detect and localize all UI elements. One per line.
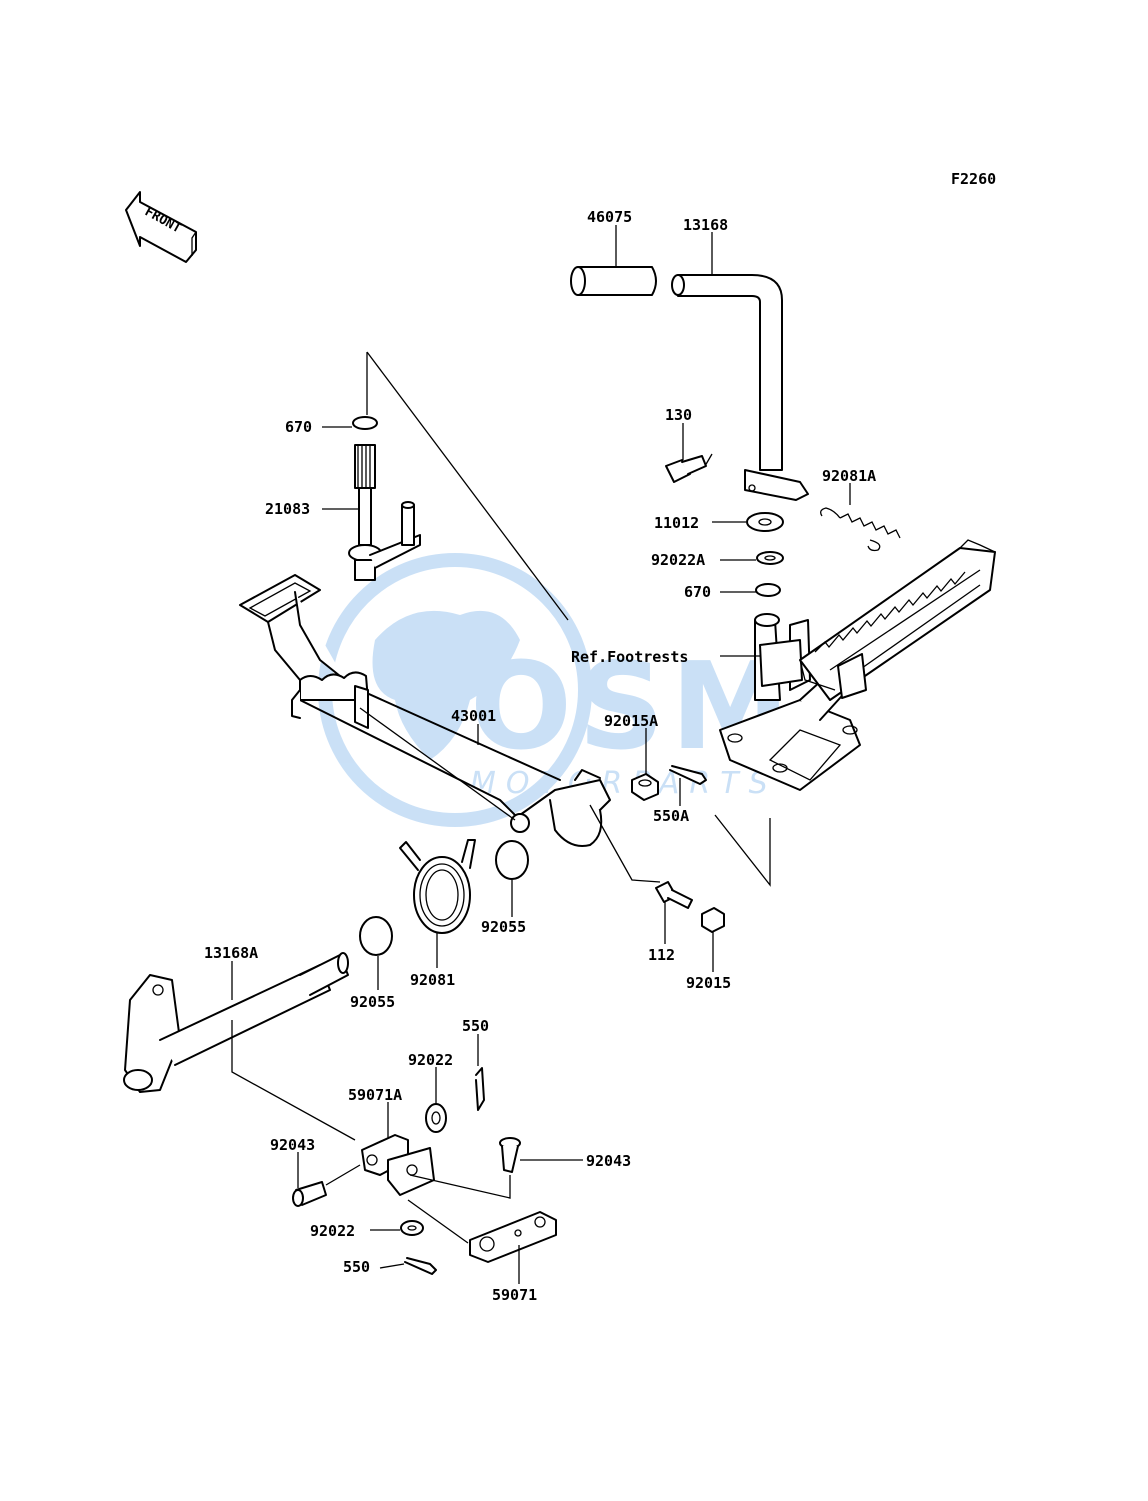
- spring-92081: [399, 839, 476, 934]
- label-130: 130: [665, 406, 692, 424]
- label-92022A: 92022A: [651, 551, 705, 569]
- lever-13168: [671, 274, 809, 501]
- shaft-21083: [348, 416, 421, 581]
- washer-92022-bottom: [400, 1220, 424, 1236]
- label-92055-right: 92055: [481, 918, 526, 936]
- diagram-code: F2260: [951, 170, 996, 188]
- watermark: OSM MOTORPARTS: [318, 553, 790, 827]
- label-92022-bottom: 92022: [310, 1222, 355, 1240]
- label-92055-left: 92055: [350, 993, 395, 1011]
- ring-92055-right: [495, 840, 529, 880]
- collar-11012: [746, 512, 784, 532]
- globe-map-icon: [372, 610, 520, 760]
- washer-92022-top: [425, 1103, 447, 1133]
- nut-92015: [701, 907, 725, 933]
- grip-46075: [570, 266, 657, 296]
- part-labels: 46075 13168 670 21083 130 92081A 11012 9…: [204, 208, 876, 1304]
- label-leaders: [231, 225, 851, 1284]
- washer-92022A: [756, 551, 784, 565]
- front-arrow-icon: FRONT: [125, 191, 197, 263]
- cotter-pin-550A: [669, 765, 707, 785]
- label-92022-top: 92022: [408, 1051, 453, 1069]
- leader-lines: [231, 351, 771, 1244]
- pin-92043-right: [499, 1137, 521, 1173]
- label-59071: 59071: [492, 1286, 537, 1304]
- footrest-bracket: [719, 539, 996, 791]
- label-92015: 92015: [686, 974, 731, 992]
- label-13168A: 13168A: [204, 944, 258, 962]
- cotter-pin-550-top: [475, 1067, 485, 1111]
- bolt-130: [665, 453, 713, 483]
- label-92081A: 92081A: [822, 467, 876, 485]
- label-59071A: 59071A: [348, 1086, 402, 1104]
- label-670-top: 670: [285, 418, 312, 436]
- label-46075: 46075: [587, 208, 632, 226]
- label-112: 112: [648, 946, 675, 964]
- label-670-mid: 670: [684, 583, 711, 601]
- label-43001: 43001: [451, 707, 496, 725]
- ring-670-mid: [755, 583, 781, 597]
- link-59071: [469, 1211, 557, 1263]
- ring-92055-left: [359, 916, 393, 956]
- pin-92043-left: [292, 1181, 327, 1207]
- label-92043-left: 92043: [270, 1136, 315, 1154]
- spring-92081A: [820, 507, 901, 552]
- label-11012: 11012: [654, 514, 699, 532]
- label-92043-right: 92043: [586, 1152, 631, 1170]
- label-92081: 92081: [410, 971, 455, 989]
- label-21083: 21083: [265, 500, 310, 518]
- label-550A: 550A: [653, 807, 689, 825]
- bolt-112: [655, 881, 693, 909]
- brake-pedal-43001: [239, 574, 611, 847]
- link-59071A: [361, 1134, 435, 1196]
- cotter-pin-550-bottom: [404, 1257, 437, 1275]
- shaft-13168A: [123, 952, 349, 1093]
- ring-670-top: [352, 416, 378, 430]
- label-550-bottom: 550: [343, 1258, 370, 1276]
- label-92015A: 92015A: [604, 712, 658, 730]
- watermark-sub: MOTORPARTS: [470, 766, 778, 801]
- label-13168: 13168: [683, 216, 728, 234]
- label-550-top: 550: [462, 1017, 489, 1035]
- label-ref-footrests: Ref.Footrests: [571, 648, 688, 666]
